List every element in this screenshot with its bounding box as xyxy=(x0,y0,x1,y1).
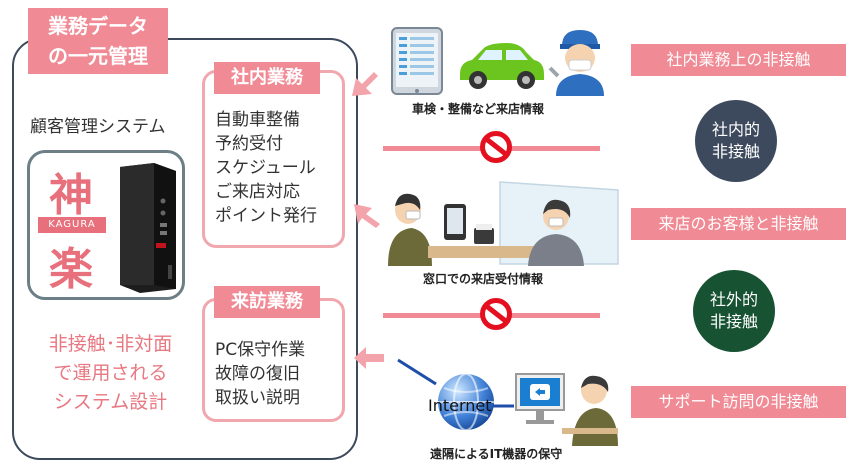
counter-reception-icon xyxy=(388,181,619,266)
internal-noncontact-label: 社内業務上の非接触 xyxy=(631,44,846,76)
title-line-1: 業務データ xyxy=(48,14,148,38)
list-item: 取扱い説明 xyxy=(215,388,300,408)
circle-line-1: 社外的 xyxy=(709,290,758,309)
counter-info-caption: 窓口での来店受付情報 xyxy=(423,272,544,286)
list-item: ご来店対応 xyxy=(215,182,300,202)
list-item: ポイント発行 xyxy=(215,206,317,226)
list-item: PC保守作業 xyxy=(215,340,306,360)
internal-noncontact-circle: 社内的 非接触 xyxy=(695,100,777,182)
mechanic-icon xyxy=(548,30,604,96)
visit-business-list: PC保守作業 故障の復旧 取扱い説明 xyxy=(215,338,305,410)
customer-noncontact-label: 来店のお客様と非接触 xyxy=(631,208,846,240)
list-item: 予約受付 xyxy=(215,134,283,154)
external-noncontact-circle: 社外的 非接触 xyxy=(693,270,775,352)
title-line-2: の一元管理 xyxy=(48,44,148,68)
data-management-title: 業務データ の一元管理 xyxy=(28,8,168,74)
list-item: スケジュール xyxy=(215,158,316,178)
internal-business-tag: 社内業務 xyxy=(214,62,320,94)
tagline-line-3: システム設計 xyxy=(53,391,168,413)
system-panel xyxy=(12,38,358,460)
car-icon xyxy=(460,43,544,89)
no-entry-icon xyxy=(480,298,512,330)
arrow-icon xyxy=(354,204,380,228)
support-noncontact-label: サポート訪問の非接触 xyxy=(631,386,846,418)
link-line xyxy=(397,358,514,408)
system-name: 顧客管理システム xyxy=(30,117,166,137)
logo-kanji-kami: 神 xyxy=(49,170,93,221)
internal-business-box xyxy=(202,70,345,248)
remote-maintenance-caption: 遠隔によるIT機器の保守 xyxy=(430,447,563,461)
list-item: 故障の復旧 xyxy=(215,364,300,384)
remote-support-icon xyxy=(515,373,618,446)
tagline-line-1: 非接触･非対面 xyxy=(48,333,173,355)
list-item: 自動車整備 xyxy=(215,110,300,130)
mini-pc-icon xyxy=(120,163,176,293)
internet-label: Internet xyxy=(428,396,492,415)
logo-kagura-text: KAGURA xyxy=(38,217,106,233)
kagura-logo-card: 神 KAGURA 楽 xyxy=(27,150,185,300)
visit-business-box xyxy=(202,298,345,422)
circle-line-1: 社内的 xyxy=(711,120,760,139)
tablet-icon xyxy=(391,27,443,95)
arrow-icon xyxy=(354,347,384,369)
circle-line-2: 非接触 xyxy=(709,312,758,331)
circle-line-2: 非接触 xyxy=(711,142,760,161)
arrow-icon xyxy=(352,72,378,96)
tagline-line-2: で運用される xyxy=(53,362,168,384)
logo-kanji-raku: 楽 xyxy=(49,244,93,295)
service-info-caption: 車検・整備など来店情報 xyxy=(412,102,545,116)
internal-business-list: 自動車整備 予約受付 スケジュール ご来店対応 ポイント発行 xyxy=(215,108,317,228)
visit-business-tag: 来訪業務 xyxy=(214,286,320,318)
system-tagline: 非接触･非対面 で運用される システム設計 xyxy=(28,330,193,417)
no-entry-icon xyxy=(480,131,512,163)
globe-icon xyxy=(438,373,494,431)
